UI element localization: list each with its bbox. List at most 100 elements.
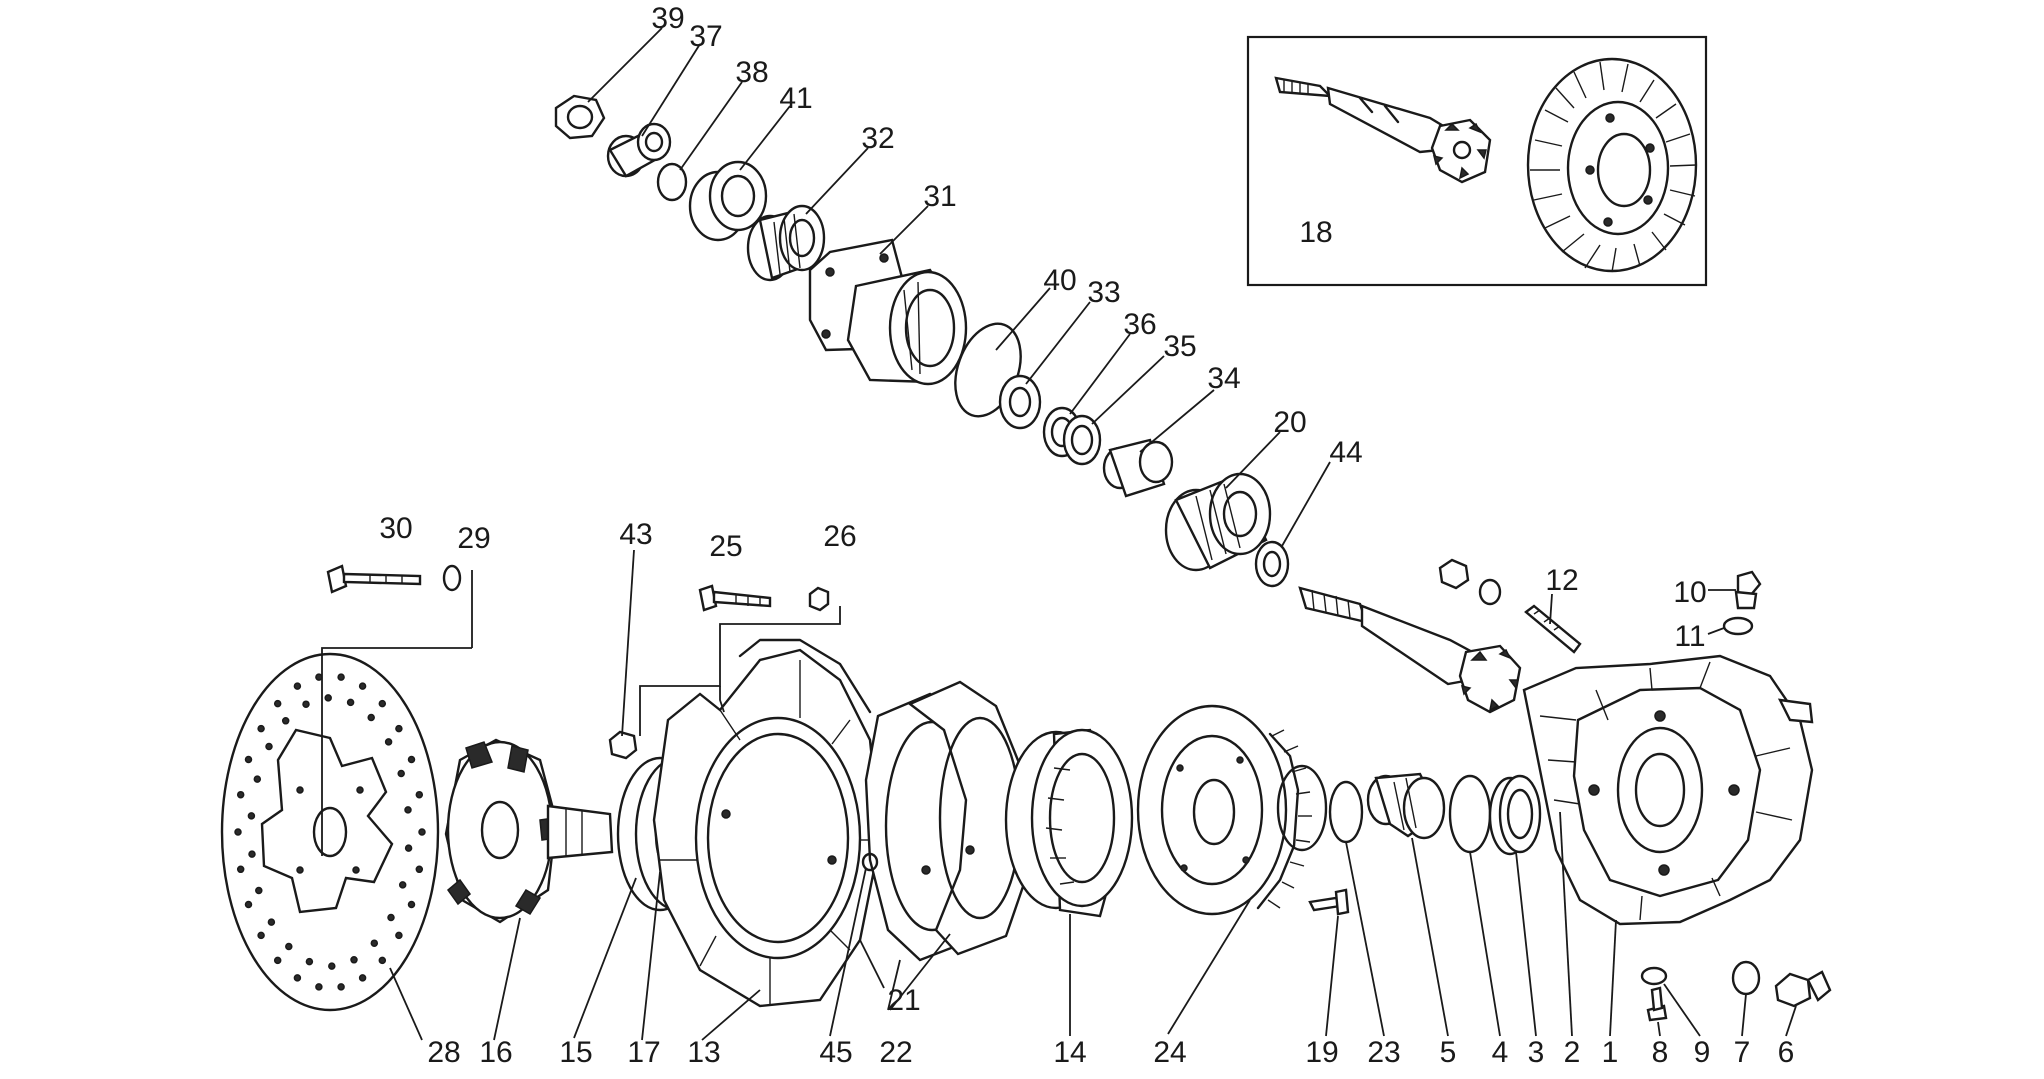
part-11-washer — [1722, 616, 1754, 636]
callout-29: 29 — [457, 522, 490, 555]
disc-hole — [387, 913, 395, 922]
callout-40: 40 — [1043, 264, 1076, 297]
brake-disc-holes — [234, 673, 426, 991]
part-41-seal — [688, 160, 768, 242]
callout-21: 21 — [887, 984, 920, 1017]
small-washer — [1478, 578, 1502, 606]
part-4-ring — [1448, 774, 1492, 854]
part-30-bolt — [326, 564, 422, 594]
part-3-seal — [1488, 774, 1542, 856]
disc-hole — [257, 931, 265, 940]
part-13-brake-plate — [652, 638, 882, 1008]
disc-hole — [315, 983, 323, 991]
disc-hole — [236, 790, 245, 799]
callout-4: 4 — [1492, 1036, 1509, 1069]
disc-hole — [285, 942, 293, 951]
disc-hole — [367, 713, 375, 722]
part-20-bearing — [1164, 472, 1272, 572]
callout-18: 18 — [1299, 216, 1332, 249]
disc-hole — [293, 682, 302, 690]
crown-wheel-inset — [1526, 57, 1698, 273]
disc-hole — [398, 881, 407, 889]
disc-hole — [337, 673, 345, 681]
part-12-stud — [1524, 604, 1582, 654]
disc-hole — [378, 699, 387, 708]
disc-hole — [358, 974, 367, 982]
disc-hole — [257, 724, 265, 733]
callout-28: 28 — [427, 1036, 460, 1069]
callout-33: 33 — [1087, 276, 1120, 309]
disc-hole — [328, 962, 336, 970]
part-24-crown-wheel — [1136, 704, 1312, 916]
disc-hole — [315, 673, 323, 681]
part-38-oring — [656, 162, 688, 202]
callout-22: 22 — [879, 1036, 912, 1069]
disc-hole — [281, 717, 290, 725]
disc-hole — [407, 900, 416, 909]
callout-7: 7 — [1734, 1036, 1751, 1069]
part-9-washer — [1640, 966, 1668, 986]
disc-hole — [247, 812, 256, 820]
callout-39: 39 — [651, 2, 684, 35]
disc-hole — [273, 956, 282, 965]
disc-hole — [384, 738, 393, 746]
shim-ring — [1276, 764, 1328, 852]
part-32-bearing — [746, 204, 826, 282]
part-44-shim — [1254, 540, 1290, 588]
disc-hole — [350, 956, 358, 964]
part-16-hub — [444, 738, 614, 924]
callout-3: 3 — [1528, 1036, 1545, 1069]
part-35-ring — [1062, 414, 1102, 466]
callout-14: 14 — [1053, 1036, 1086, 1069]
callout-labels: 39 37 38 41 32 31 40 33 36 35 34 20 44 1… — [379, 2, 1794, 1069]
callout-2: 2 — [1564, 1036, 1581, 1069]
part-43-nut — [608, 730, 638, 760]
part-10-breather — [1734, 570, 1762, 610]
callout-16: 16 — [479, 1036, 512, 1069]
part-21-brake-shoes — [864, 680, 1032, 962]
callout-6: 6 — [1778, 1036, 1795, 1069]
callout-36: 36 — [1123, 308, 1156, 341]
callout-11: 11 — [1674, 620, 1705, 653]
callout-15: 15 — [559, 1036, 592, 1069]
callout-24: 24 — [1153, 1036, 1186, 1069]
callout-13: 13 — [687, 1036, 720, 1069]
callout-41: 41 — [779, 82, 812, 115]
part-23-ring — [1328, 780, 1364, 844]
callout-45: 45 — [819, 1036, 852, 1069]
part-6-plug — [1774, 970, 1832, 1008]
disc-hole — [248, 850, 256, 858]
leader-lines — [321, 27, 1797, 1041]
callout-1: 1 — [1602, 1036, 1619, 1069]
small-nut — [1438, 558, 1470, 590]
disc-hole — [234, 828, 242, 836]
part-25-bolt — [698, 584, 772, 612]
disc-hole — [293, 974, 302, 982]
inset-box-crown-pinion — [1246, 35, 1708, 287]
disc-hole — [305, 957, 314, 966]
part-29-washer — [442, 564, 462, 592]
callout-35: 35 — [1163, 330, 1196, 363]
disc-hole — [253, 775, 262, 783]
part-1-casing — [1522, 654, 1814, 926]
disc-hole — [265, 742, 273, 751]
disc-hole — [418, 828, 426, 836]
callout-32: 32 — [861, 122, 894, 155]
callout-19: 19 — [1305, 1036, 1338, 1069]
callout-20: 20 — [1273, 406, 1306, 439]
callout-10: 10 — [1673, 576, 1706, 609]
pinion-shaft — [1298, 586, 1522, 714]
part-8-screw — [1646, 986, 1668, 1022]
callout-30: 30 — [379, 512, 412, 545]
part-31-housing — [808, 238, 968, 386]
pinion-shaft-inset — [1274, 76, 1492, 184]
disc-hole — [395, 724, 403, 733]
disc-hole — [378, 956, 387, 965]
part-7-washer — [1731, 960, 1761, 996]
part-33-washer — [998, 374, 1042, 430]
callout-9: 9 — [1694, 1036, 1711, 1069]
part-28-brake-disc — [220, 652, 440, 1012]
callout-8: 8 — [1652, 1036, 1669, 1069]
part-37-spacer — [606, 122, 672, 178]
callout-26: 26 — [823, 520, 856, 553]
